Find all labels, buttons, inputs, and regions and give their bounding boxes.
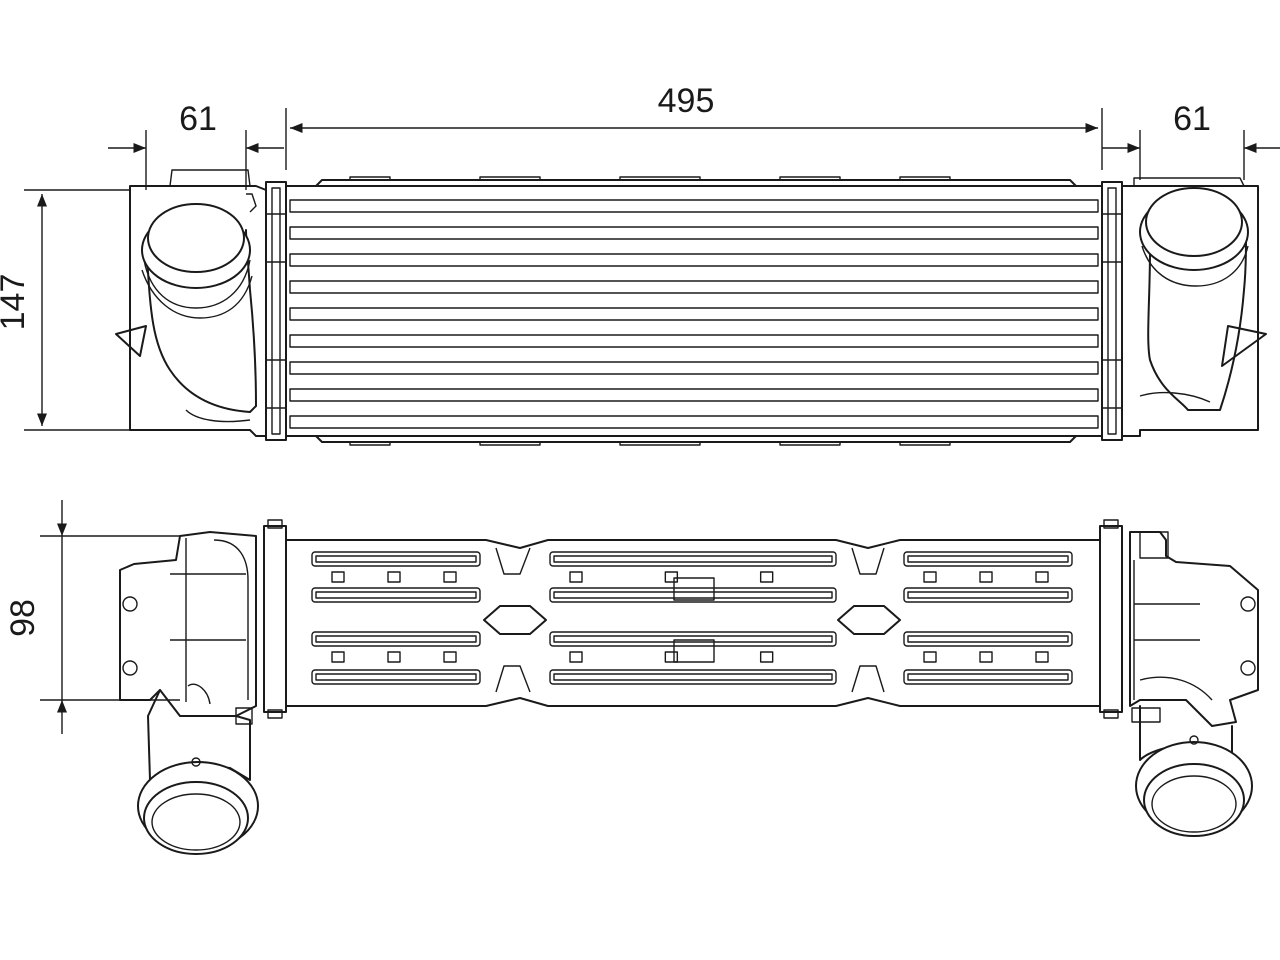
dimension-label-outlet-width: 61 xyxy=(1173,100,1211,138)
bottom-slot xyxy=(549,551,837,567)
bottom-clip xyxy=(979,651,993,663)
top-view xyxy=(115,169,1267,446)
bottom-slot xyxy=(903,631,1073,647)
bottom-slot-inner xyxy=(907,635,1069,643)
bottom-slot xyxy=(311,587,481,603)
bottom-slot xyxy=(549,631,837,647)
bottom-clip xyxy=(331,571,345,583)
right-bracket xyxy=(1129,531,1259,727)
bottom-clip xyxy=(569,571,583,583)
bottom-slot-inner xyxy=(315,591,477,599)
dimension-depth: 98 xyxy=(4,500,180,734)
bottom-clip xyxy=(387,571,401,583)
right-outlet-pipe xyxy=(1131,705,1253,837)
bottom-slot-inner xyxy=(315,673,477,681)
bottom-slot-inner xyxy=(907,555,1069,563)
dimension-height: 147 xyxy=(0,189,130,431)
dimension-core-length: 495 xyxy=(285,82,1103,170)
right-tank xyxy=(1121,177,1267,437)
core-tube xyxy=(289,388,1099,402)
bottom-slot xyxy=(311,669,481,685)
bottom-clip xyxy=(759,571,774,583)
core-tube xyxy=(289,226,1099,240)
bottom-slot-inner xyxy=(907,673,1069,681)
bottom-slot xyxy=(549,587,837,603)
core-tube xyxy=(289,307,1099,321)
bottom-slot-inner xyxy=(315,555,477,563)
dimension-label-depth: 98 xyxy=(4,599,42,637)
dimension-label-inlet-width: 61 xyxy=(179,100,217,138)
core-tubes xyxy=(289,199,1099,429)
core-tube xyxy=(289,280,1099,294)
bottom-frame xyxy=(285,539,1101,707)
bottom-slot xyxy=(311,551,481,567)
bottom-clip xyxy=(759,651,774,663)
dimension-label-height: 147 xyxy=(0,274,32,331)
right-end-plate xyxy=(1101,181,1123,441)
bottom-slot-inner xyxy=(315,635,477,643)
bottom-clip xyxy=(1035,651,1049,663)
bottom-clip xyxy=(1035,571,1049,583)
bottom-view xyxy=(119,519,1259,855)
left-end-plate xyxy=(265,181,287,441)
core-tube xyxy=(289,253,1099,267)
dimension-inlet-width: 61 xyxy=(108,100,284,190)
bottom-slot xyxy=(311,631,481,647)
core-tube xyxy=(289,361,1099,375)
bottom-clip xyxy=(387,651,401,663)
dimension-outlet-width: 61 xyxy=(1102,100,1280,180)
bottom-slot xyxy=(903,669,1073,685)
bottom-slot xyxy=(549,669,837,685)
core-tube xyxy=(289,415,1099,429)
bottom-clip xyxy=(443,571,457,583)
bottom-clip xyxy=(443,651,457,663)
bottom-clip xyxy=(569,651,583,663)
bottom-clip xyxy=(923,571,937,583)
core-tube xyxy=(289,199,1099,213)
bottom-slot-inner xyxy=(907,591,1069,599)
bottom-slot-inner xyxy=(553,555,833,563)
rail-notches xyxy=(349,176,951,446)
bottom-slot-inner xyxy=(553,591,833,599)
bottom-clip xyxy=(979,571,993,583)
bottom-clip xyxy=(923,651,937,663)
core-tube xyxy=(289,334,1099,348)
bottom-slot xyxy=(903,551,1073,567)
bottom-clip xyxy=(331,651,345,663)
bottom-slot-inner xyxy=(553,673,833,681)
left-bracket xyxy=(119,531,257,717)
bottom-slot-inner xyxy=(553,635,833,643)
dimension-label-core-length: 495 xyxy=(658,82,715,120)
bottom-slots xyxy=(311,551,1073,685)
bottom-slot xyxy=(903,587,1073,603)
bottom-clip xyxy=(664,571,679,583)
bottom-clip xyxy=(664,651,679,663)
left-tank xyxy=(115,169,267,437)
left-outlet-pipe xyxy=(137,689,259,855)
core-frame xyxy=(285,185,1103,437)
